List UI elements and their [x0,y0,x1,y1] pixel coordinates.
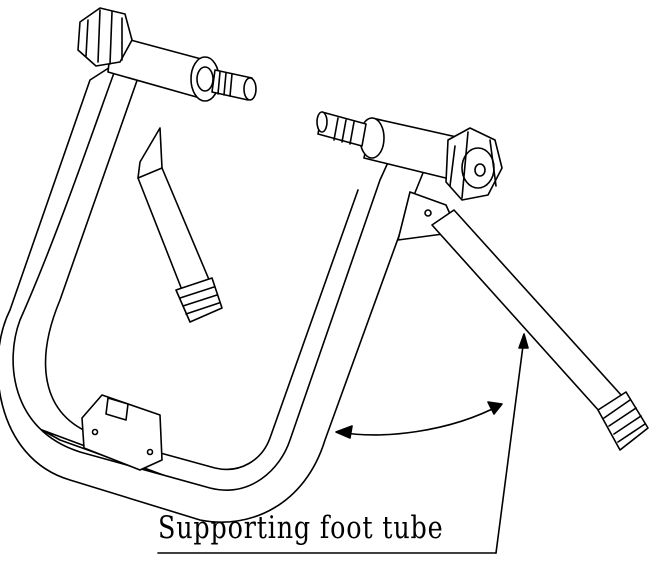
rear-leg-tube [137,127,211,291]
left-adjust-knob [77,7,133,67]
supporting-foot-tube [431,209,623,413]
rotation-arrow [335,401,503,439]
front-foot-cap [597,391,649,451]
label-leader-line [157,333,529,554]
frame-clamp-block [81,394,163,471]
right-adjust-knob [445,127,503,201]
supporting-foot-tube-label: Supporting foot tube [158,510,444,546]
rear-foot-cap [175,277,223,323]
right-skewer-clamp [316,111,367,147]
left-skewer-clamp [211,69,257,101]
